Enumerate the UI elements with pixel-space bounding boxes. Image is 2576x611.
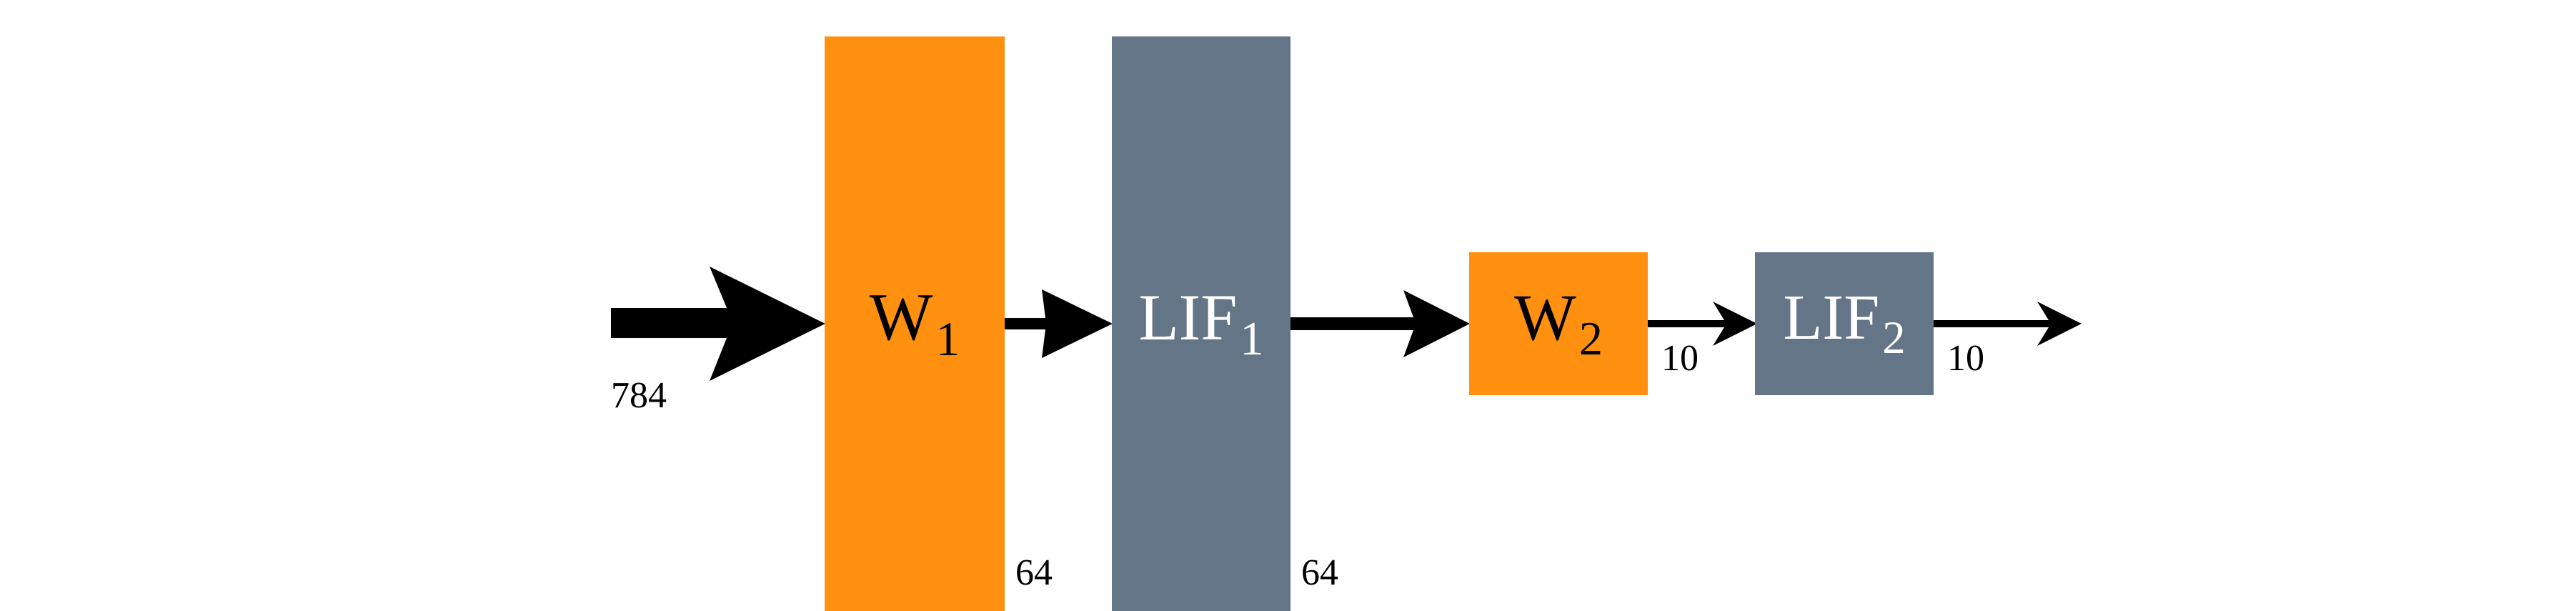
w1-label: W1 xyxy=(870,284,960,363)
w2-label-main: W xyxy=(1514,280,1576,354)
w2-label-sub: 2 xyxy=(1578,312,1603,365)
lif2-block: LIF2 xyxy=(1755,252,1934,395)
input-size-label: 784 xyxy=(611,375,667,416)
w2-size-label: 10 xyxy=(1661,338,1699,379)
lif2-label-main: LIF xyxy=(1783,282,1880,353)
w2-label: W2 xyxy=(1514,284,1603,363)
lif1-label-main: LIF xyxy=(1138,280,1238,354)
arrow-lif1-to-w2 xyxy=(1291,290,1470,357)
w1-size-label: 64 xyxy=(1015,552,1053,593)
lif1-size-label: 64 xyxy=(1301,552,1338,593)
output-arrow xyxy=(1933,302,2082,346)
lif2-label-sub: 2 xyxy=(1882,312,1906,364)
input-arrow xyxy=(611,267,825,381)
input-arrow-shape xyxy=(611,267,825,381)
arrow-w2-to-lif2 xyxy=(1648,302,1757,346)
arrow-lif1-to-w2-shape xyxy=(1291,290,1470,357)
w1-label-main: W xyxy=(869,280,933,355)
lif2-label: LIF2 xyxy=(1783,285,1906,364)
lif1-label: LIF1 xyxy=(1138,284,1263,363)
lif2-size-label: 10 xyxy=(1947,338,1984,379)
arrow-w1-to-lif1-shape xyxy=(1005,289,1113,358)
w2-block: W2 xyxy=(1469,252,1648,395)
arrow-w1-to-lif1 xyxy=(1005,289,1113,358)
w1-label-sub: 1 xyxy=(935,312,960,366)
lif1-label-sub: 1 xyxy=(1240,312,1264,365)
arrow-w2-to-lif2-shape xyxy=(1648,302,1757,346)
w1-block: W1 xyxy=(825,36,1005,611)
output-arrow-shape xyxy=(1933,302,2082,346)
lif1-block: LIF1 xyxy=(1112,36,1291,611)
